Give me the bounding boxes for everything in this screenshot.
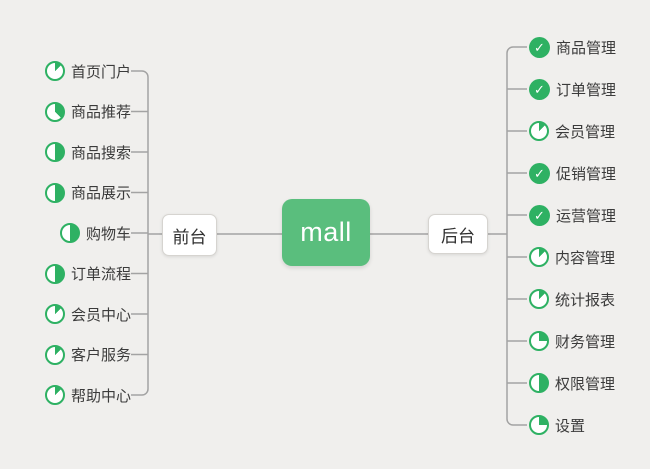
- progress-pie-icon: [44, 142, 65, 162]
- progress-pie-icon: [44, 61, 65, 81]
- item-label: 商品推荐: [70, 104, 131, 121]
- left-trunk-line: [131, 70, 149, 396]
- item-label: 权限管理: [555, 375, 616, 393]
- item-label: 运营管理: [556, 207, 617, 225]
- mindmap-item[interactable]: ✓ 商品管理: [529, 35, 616, 59]
- branch-node-frontend[interactable]: 前台: [162, 214, 217, 256]
- progress-pie-icon: [529, 373, 549, 393]
- progress-pie-icon: [529, 331, 549, 351]
- mindmap-item[interactable]: ✓ 运营管理: [529, 203, 616, 227]
- item-label: 订单流程: [70, 266, 131, 283]
- task-done-check-icon: ✓: [529, 78, 550, 100]
- branch-node-backend[interactable]: 后台: [428, 214, 488, 254]
- mindmap-item[interactable]: 首页门户: [44, 59, 131, 83]
- mindmap-item[interactable]: 帮助中心: [44, 383, 131, 407]
- progress-pie-icon: [529, 121, 549, 141]
- progress-pie-icon: [44, 344, 65, 365]
- mindmap-item[interactable]: 商品展示: [44, 181, 131, 205]
- mindmap-item[interactable]: ✓ 促销管理: [529, 161, 616, 185]
- mindmap-item[interactable]: 商品搜索: [44, 140, 131, 164]
- mindmap-item[interactable]: 统计报表: [529, 287, 615, 311]
- mindmap-item[interactable]: 商品推荐: [44, 100, 131, 124]
- item-label: 会员中心: [70, 306, 131, 324]
- progress-pie-icon: [529, 415, 549, 435]
- item-label: 会员管理: [555, 123, 616, 141]
- item-label: 财务管理: [555, 333, 616, 351]
- item-label: 统计报表: [555, 291, 616, 309]
- item-label: 商品搜索: [70, 144, 131, 162]
- task-done-check-icon: ✓: [529, 204, 550, 226]
- left-item-ticks: [131, 110, 148, 356]
- item-label: 首页门户: [70, 63, 131, 81]
- mindmap-item[interactable]: 设置: [529, 413, 585, 437]
- item-label: 商品管理: [556, 39, 617, 57]
- root-node-mall[interactable]: mall: [282, 199, 370, 266]
- right-item-ticks: [507, 88, 527, 384]
- progress-pie-icon: [44, 304, 65, 324]
- progress-pie-icon: [44, 263, 65, 284]
- task-done-check-icon: ✓: [529, 36, 550, 58]
- progress-pie-icon: [59, 223, 80, 243]
- item-label: 订单管理: [556, 81, 617, 99]
- mindmap-item[interactable]: 订单流程: [44, 262, 131, 286]
- mindmap-item[interactable]: 财务管理: [529, 329, 615, 353]
- mindmap-item[interactable]: 会员中心: [44, 302, 131, 326]
- item-label: 商品展示: [70, 185, 131, 202]
- progress-pie-icon: [529, 289, 549, 309]
- mindmap-item[interactable]: 购物车: [59, 221, 131, 245]
- item-label: 促销管理: [556, 165, 617, 183]
- mindmap-item[interactable]: 客户服务: [44, 343, 131, 367]
- item-label: 客户服务: [70, 347, 131, 364]
- item-label: 购物车: [85, 225, 131, 243]
- item-label: 设置: [555, 417, 586, 435]
- item-label: 帮助中心: [70, 387, 131, 405]
- progress-pie-icon: [44, 385, 65, 405]
- progress-pie-icon: [44, 101, 65, 122]
- item-label: 内容管理: [555, 249, 616, 267]
- progress-pie-icon: [529, 247, 549, 267]
- right-trunk-line: [506, 46, 527, 426]
- task-done-check-icon: ✓: [529, 162, 550, 184]
- mindmap-item[interactable]: ✓ 订单管理: [529, 77, 616, 101]
- progress-pie-icon: [44, 182, 65, 203]
- mindmap-item[interactable]: 权限管理: [529, 371, 615, 395]
- mindmap-item[interactable]: 内容管理: [529, 245, 615, 269]
- mindmap-item[interactable]: 会员管理: [529, 119, 615, 143]
